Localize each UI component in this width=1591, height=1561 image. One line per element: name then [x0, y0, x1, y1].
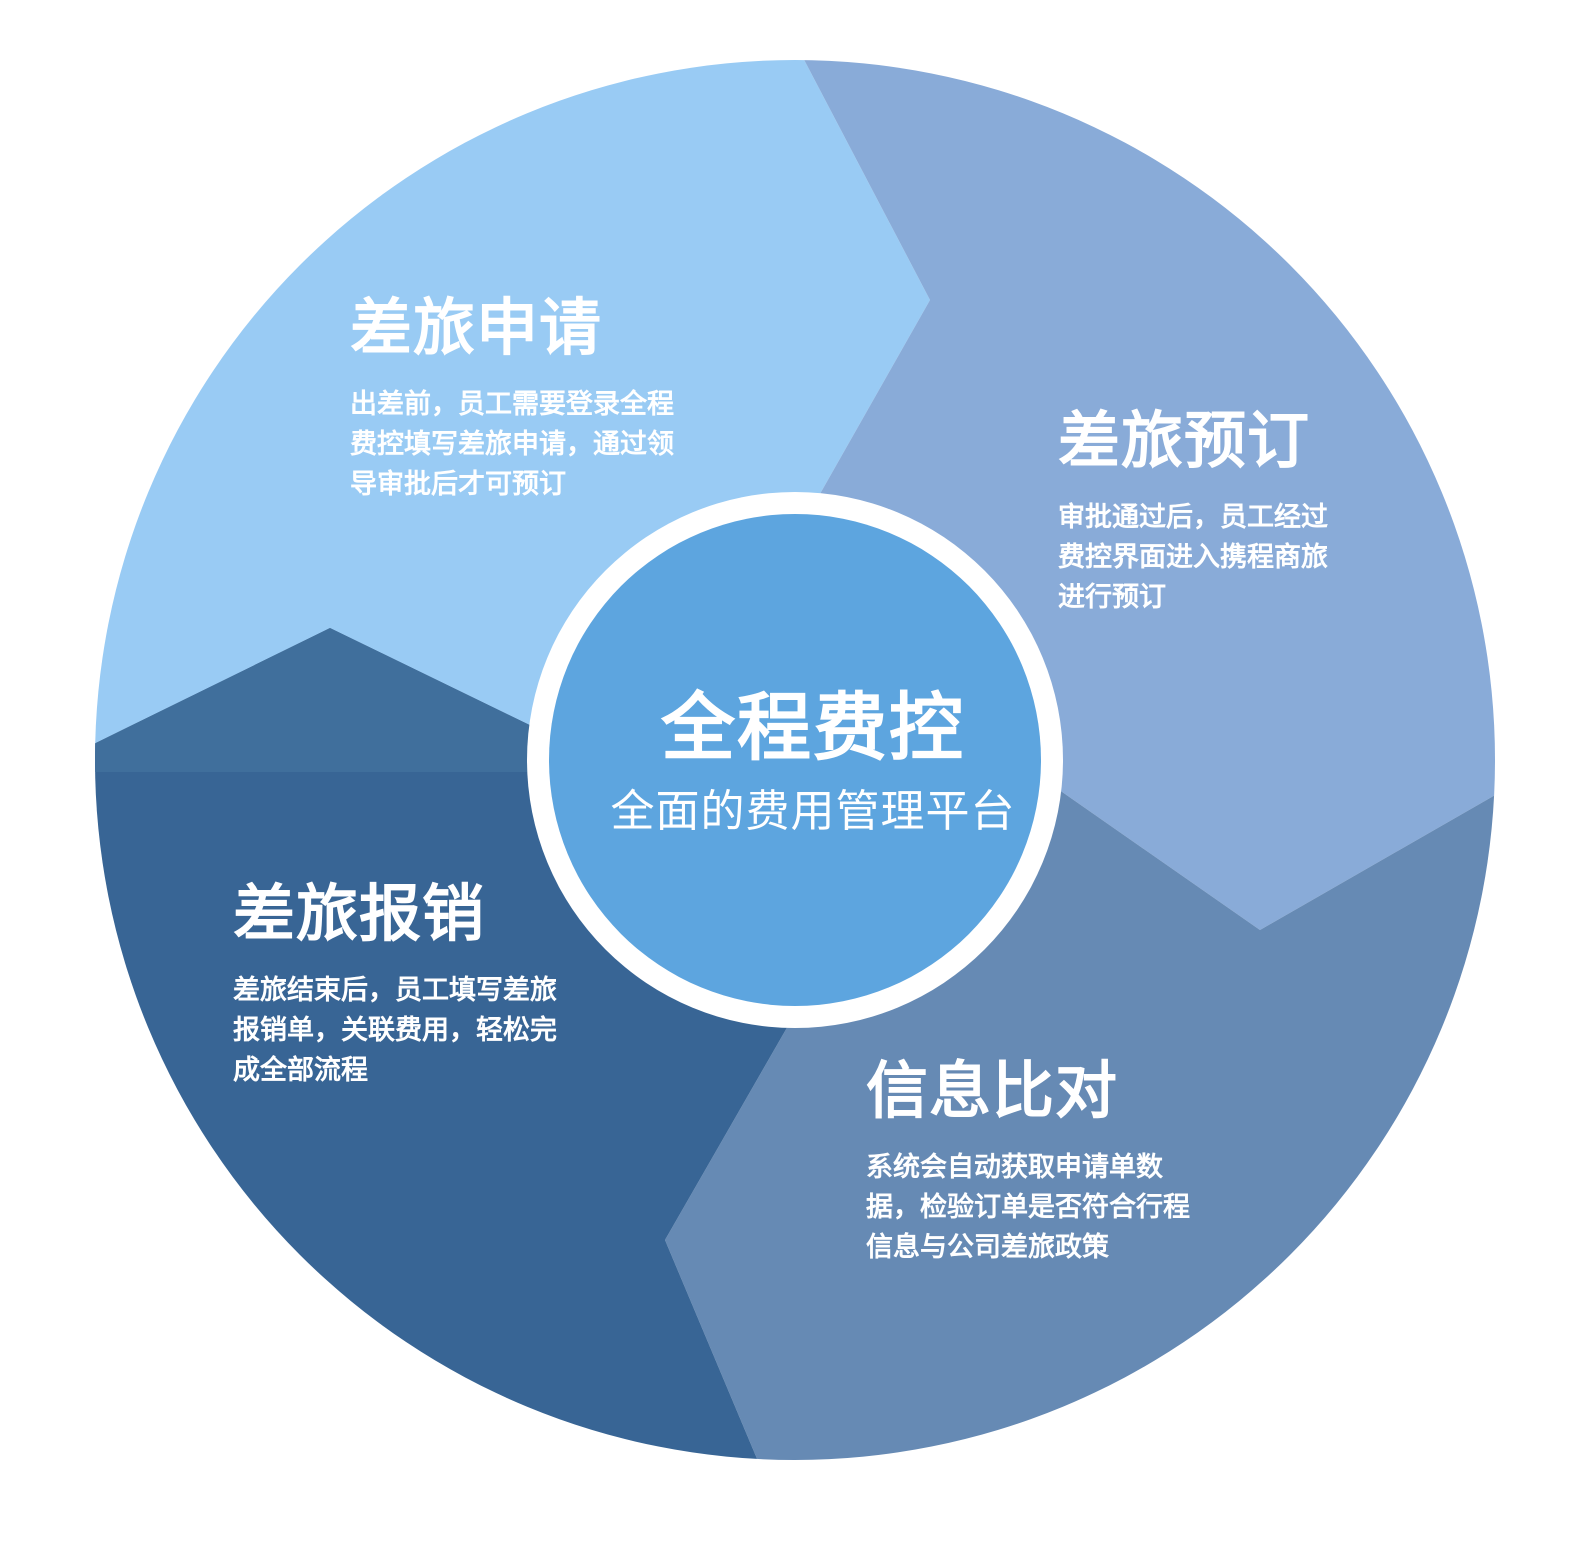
segment-reimburse-title: 差旅报销: [233, 877, 486, 950]
segment-reimburse-notch: [95, 628, 560, 790]
segment-book: 差旅预订 审批通过后，员工经过 费控界面进入携程商旅 进行预订: [1058, 405, 1388, 618]
segment-apply: 差旅申请 出差前，员工需要登录全程 费控填写差旅申请，通过领 导审批后才可预订: [350, 292, 750, 505]
center-subtitle: 全面的费用管理平台: [610, 786, 1016, 837]
segment-compare-description: 系统会自动获取申请单数 据，检验订单是否符合行程 信息与公司差旅政策: [866, 1152, 1190, 1264]
segment-reimburse-description: 差旅结束后，员工填写差旅 报销单，关联费用，轻松完 成全部流程: [233, 975, 557, 1087]
segment-reimburse: 差旅报销 差旅结束后，员工填写差旅 报销单，关联费用，轻松完 成全部流程: [233, 878, 613, 1091]
segment-book-title: 差旅预订: [1058, 404, 1311, 477]
hub-circle: [549, 514, 1041, 1006]
segment-compare: 信息比对 系统会自动获取申请单数 据，检验订单是否符合行程 信息与公司差旅政策: [866, 1055, 1246, 1268]
segment-apply-title: 差旅申请: [350, 291, 603, 364]
segment-apply-description: 出差前，员工需要登录全程 费控填写差旅申请，通过领 导审批后才可预订: [350, 389, 674, 501]
segment-compare-title: 信息比对: [866, 1054, 1119, 1127]
segment-book-description: 审批通过后，员工经过 费控界面进入携程商旅 进行预订: [1058, 502, 1328, 614]
center-title: 全程费控: [661, 685, 965, 771]
